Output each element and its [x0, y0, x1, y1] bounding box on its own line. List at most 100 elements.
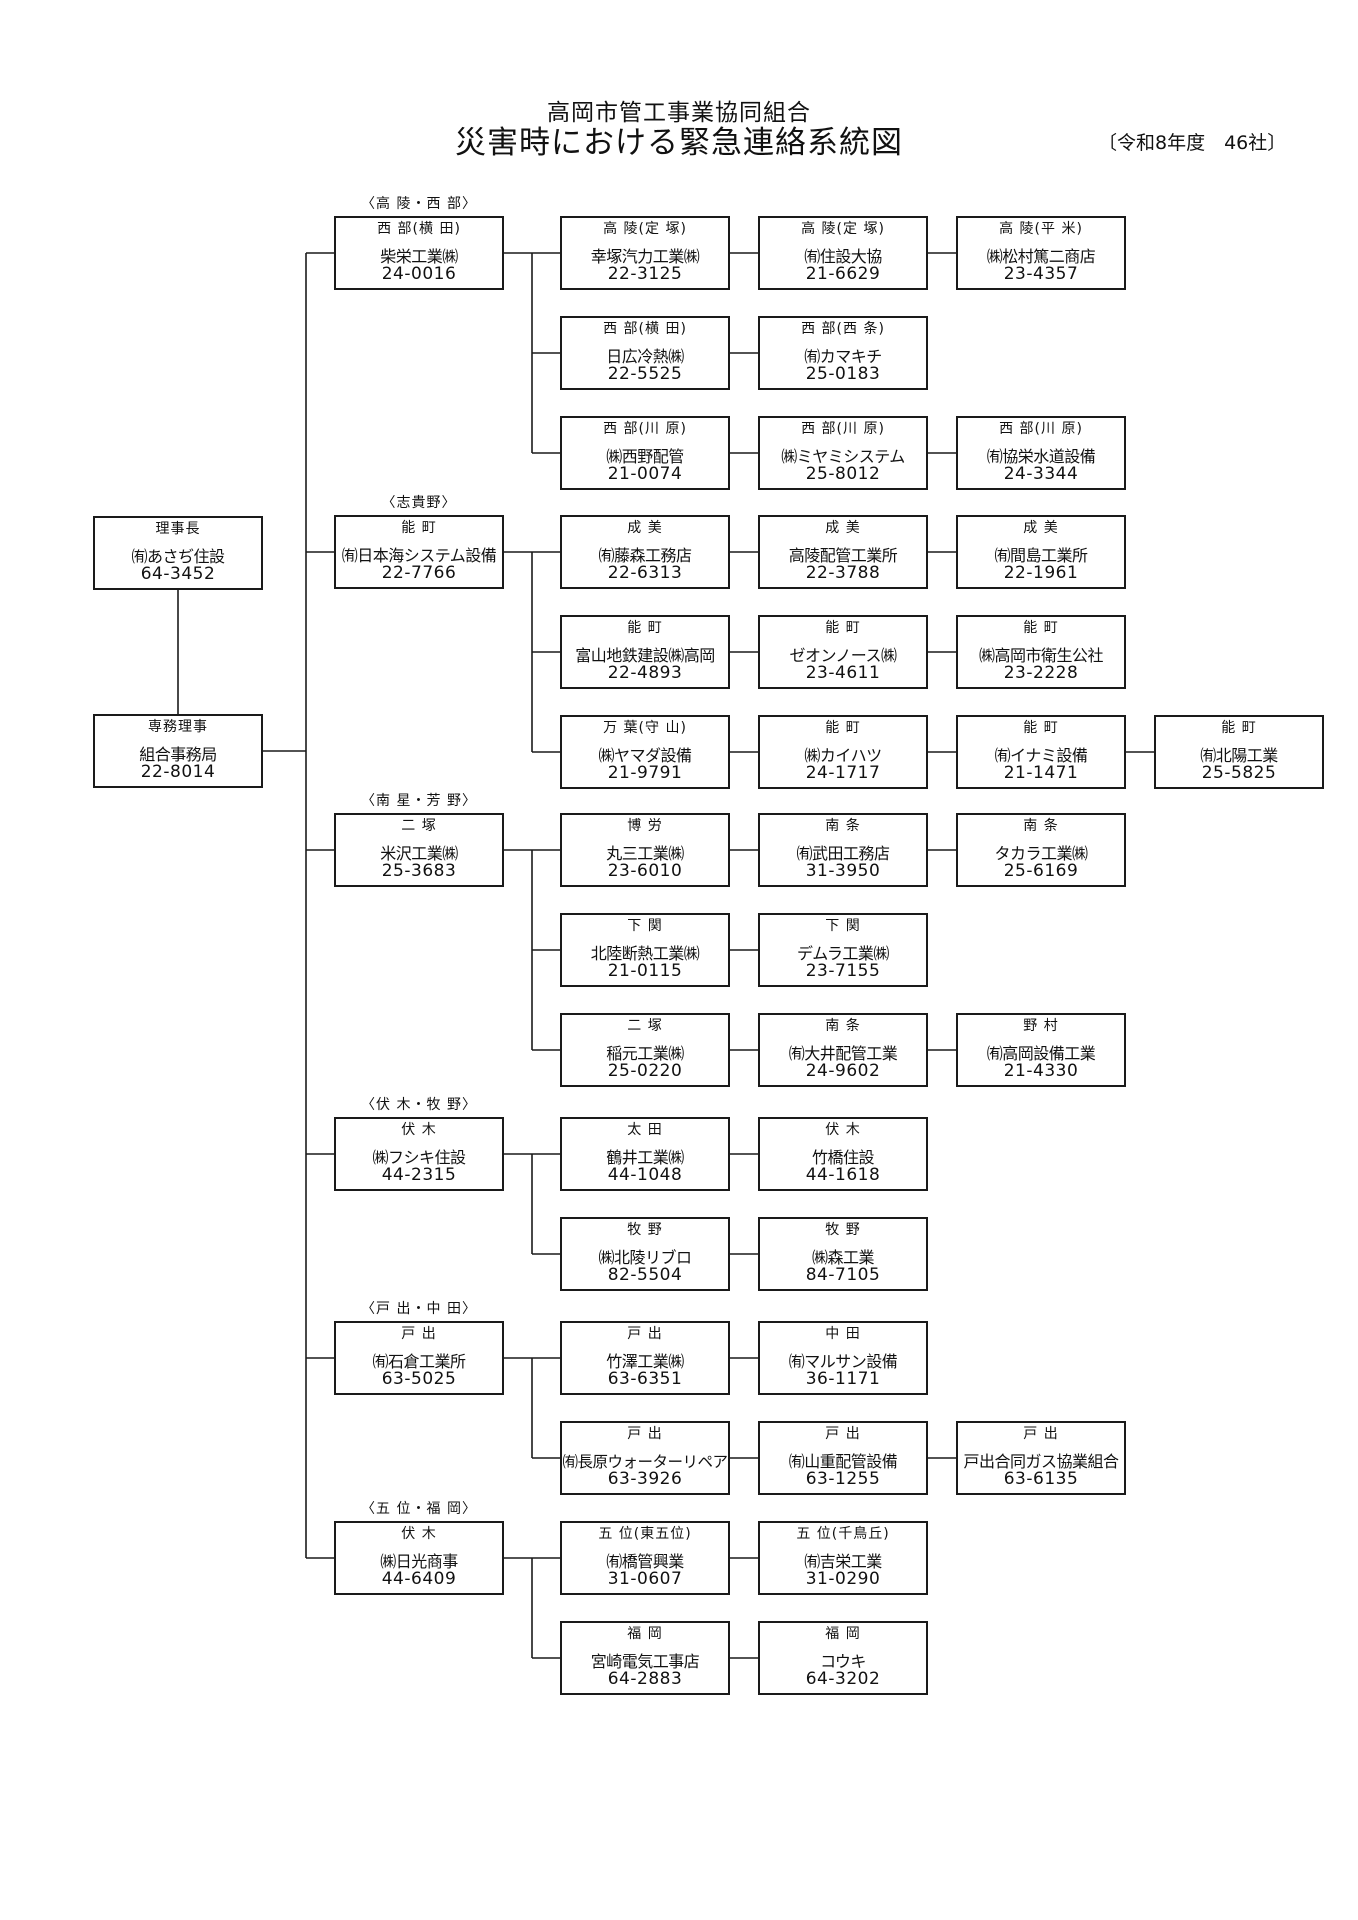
box-company: ㈲藤森工務店 [598, 546, 692, 565]
box-company: ㈱森工業 [811, 1248, 875, 1267]
box-phone: 44-2315 [381, 1165, 457, 1185]
box-company: タカラ工業㈱ [994, 844, 1088, 863]
box-company: ㈱北陵リブロ [598, 1248, 692, 1267]
box-area: 西 部(横 田) [377, 221, 461, 237]
box-area: 下 関 [825, 918, 861, 934]
box-company: 柴栄工業㈱ [380, 247, 458, 266]
box-company: 富山地鉄建設㈱高岡 [575, 646, 715, 665]
box-phone: 21-0115 [607, 961, 683, 981]
box-company: ㈲北陽工業 [1200, 746, 1278, 765]
box-company: ㈲山重配管設備 [788, 1452, 898, 1471]
box-phone: 22-3788 [805, 563, 881, 583]
box-phone: 25-0220 [607, 1061, 683, 1081]
box-company: ㈲あさぢ住設 [131, 547, 225, 566]
box-area: 太 田 [627, 1122, 663, 1138]
box-area: 高 陵(平 米) [999, 221, 1083, 237]
member-box: 能 町ゼオンノース㈱23-4611 [758, 615, 928, 689]
box-phone: 63-5025 [381, 1369, 457, 1389]
box-area: 福 岡 [825, 1626, 861, 1642]
member-box: 高 陵(定 塚)幸塚汽力工業㈱22-3125 [560, 216, 730, 290]
box-company: ㈲石倉工業所 [372, 1352, 466, 1371]
box-company: 幸塚汽力工業㈱ [590, 247, 700, 266]
box-area: 伏 木 [825, 1122, 861, 1138]
box-phone: 22-5525 [607, 364, 683, 384]
box-area: 成 美 [627, 520, 663, 536]
box-company: 竹橋住設 [811, 1148, 875, 1167]
organization-name: 高岡市管工事業協同組合 [547, 100, 811, 126]
box-company: ㈱ヤマダ設備 [598, 746, 692, 765]
box-area: 能 町 [1023, 720, 1059, 736]
group-label: 〈志貴野〉 [381, 495, 457, 511]
box-company: 北陸断熱工業㈱ [590, 944, 700, 963]
box-area: 二 塚 [401, 818, 437, 834]
member-box: 下 関デムラ工業㈱23-7155 [758, 913, 928, 987]
box-area: 南 条 [825, 818, 861, 834]
group-label: 〈南 星・芳 野〉 [361, 793, 477, 809]
box-area: 高 陵(定 塚) [603, 221, 687, 237]
year-note: 〔令和8年度 46社〕 [1098, 132, 1287, 154]
box-company: ゼオンノース㈱ [789, 646, 897, 665]
box-area: 成 美 [825, 520, 861, 536]
box-phone: 22-6313 [607, 563, 683, 583]
box-company: コウキ [820, 1652, 866, 1671]
box-area: 理事長 [155, 521, 201, 537]
box-area: 戸 出 [825, 1426, 861, 1442]
box-phone: 22-4893 [607, 663, 683, 683]
box-area: 野 村 [1023, 1018, 1059, 1034]
box-phone: 24-0016 [381, 264, 457, 284]
box-company: ㈲長原ウォーターリペア [562, 1453, 728, 1471]
box-company: 丸三工業㈱ [606, 844, 684, 863]
box-area: 牧 野 [825, 1222, 861, 1238]
box-area: 南 条 [825, 1018, 861, 1034]
box-phone: 31-3950 [805, 861, 881, 881]
box-area: 西 部(川 原) [999, 421, 1083, 437]
member-box: 太 田鶴井工業㈱44-1048 [560, 1117, 730, 1191]
box-phone: 36-1171 [805, 1369, 881, 1389]
box-company: ㈲橋管興業 [606, 1552, 684, 1571]
box-area: 戸 出 [627, 1326, 663, 1342]
box-area: 戸 出 [401, 1326, 437, 1342]
box-company: ㈲カマキチ [804, 347, 882, 366]
group-leader-box: 西 部(横 田) 柴栄工業㈱24-0016 [334, 216, 504, 290]
member-box: 二 塚稲元工業㈱25-0220 [560, 1013, 730, 1087]
box-phone: 64-3202 [805, 1669, 881, 1689]
box-company: 竹澤工業㈱ [606, 1352, 684, 1371]
group-leader-box: 二 塚米沢工業㈱25-3683 [334, 813, 504, 887]
box-area: 能 町 [1023, 620, 1059, 636]
box-company: ㈲武田工務店 [796, 844, 890, 863]
box-phone: 23-6010 [607, 861, 683, 881]
box-area: 福 岡 [627, 1626, 663, 1642]
box-area: 西 部(横 田) [603, 321, 687, 337]
member-box: 南 条タカラ工業㈱25-6169 [956, 813, 1126, 887]
box-area: 万 葉(守 山) [603, 720, 687, 736]
group-label: 〈戸 出・中 田〉 [361, 1301, 477, 1317]
box-company: ㈱日光商事 [380, 1552, 458, 1571]
box-area: 下 関 [627, 918, 663, 934]
box-company: ㈲高岡設備工業 [986, 1044, 1096, 1063]
box-area: 西 部(川 原) [801, 421, 885, 437]
box-company: 米沢工業㈱ [380, 844, 458, 863]
box-area: 能 町 [1221, 720, 1257, 736]
box-company: 宮崎電気工事店 [590, 1652, 700, 1671]
box-area: 成 美 [1023, 520, 1059, 536]
box-phone: 21-4330 [1003, 1061, 1079, 1081]
box-area: 西 部(川 原) [603, 421, 687, 437]
box-phone: 64-3452 [140, 564, 216, 584]
box-company: 鶴井工業㈱ [606, 1148, 684, 1167]
box-area: 南 条 [1023, 818, 1059, 834]
